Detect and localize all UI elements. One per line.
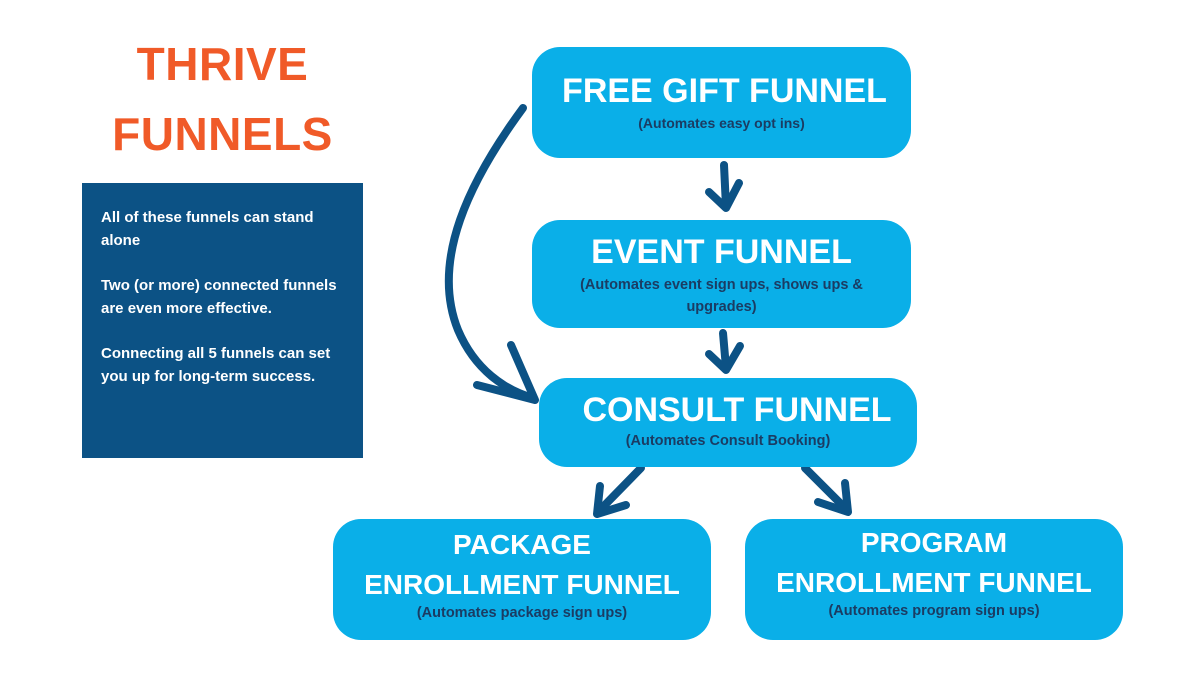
arrow-event-to-consult [705,329,744,374]
info-paragraph-all-five: Connecting all 5 funnels can set you up … [101,345,331,385]
info-box: All of these funnels can stand alone Two… [82,183,363,458]
arrow-head-icon [814,479,852,516]
node-subtitle: (Automates Consult Booking) [625,433,831,449]
node-subtitle: (Automates package sign ups) [416,605,628,621]
node-title-line1: PACKAGE [453,529,591,560]
arrow-head-icon [705,342,744,374]
node-subtitle: (Automates program sign ups) [828,603,1040,619]
node-package-enrollment-funnel: PACKAGE ENROLLMENT FUNNEL (Automates pac… [333,519,711,640]
node-event-funnel: EVENT FUNNEL (Automates event sign ups, … [532,220,911,328]
arrow-consult-to-package [593,464,645,518]
node-title-line2: ENROLLMENT FUNNEL [776,567,1092,598]
arrow-shaft [720,161,730,211]
arrow-free-gift-to-event [705,161,743,212]
node-subtitle: (Automates event sign ups, shows ups & u… [580,277,863,315]
arrow-head-icon [593,482,630,518]
arrow-head-icon [705,179,743,212]
node-title: FREE GIFT FUNNEL [562,72,887,110]
node-consult-funnel: CONSULT FUNNEL (Automates Consult Bookin… [539,378,917,467]
node-subtitle: (Automates easy opt ins) [638,115,805,131]
arrow-shaft [594,464,645,516]
node-title-line1: PROGRAM [860,527,1008,558]
arrow-head-icon [473,341,539,404]
info-paragraph-standalone: All of these funnels can stand alone [101,209,314,249]
node-free-gift-funnel: FREE GIFT FUNNEL (Automates easy opt ins… [532,47,911,158]
title-thrive: THRIVE [136,38,309,90]
node-title: EVENT FUNNEL [591,233,852,271]
arrow-consult-to-program [801,464,852,516]
node-title: CONSULT FUNNEL [582,391,892,429]
arrow-shaft [719,329,730,372]
node-title-line2: ENROLLMENT FUNNEL [364,569,680,600]
title-funnels: FUNNELS [112,108,333,160]
arrow-shaft [801,464,851,514]
arrow-free-gift-to-consult [444,104,539,404]
arrow-shaft [444,104,537,402]
node-program-enrollment-funnel: PROGRAM ENROLLMENT FUNNEL (Automates pro… [745,519,1123,640]
info-paragraph-connected: Two (or more) connected funnels are even… [101,277,337,317]
